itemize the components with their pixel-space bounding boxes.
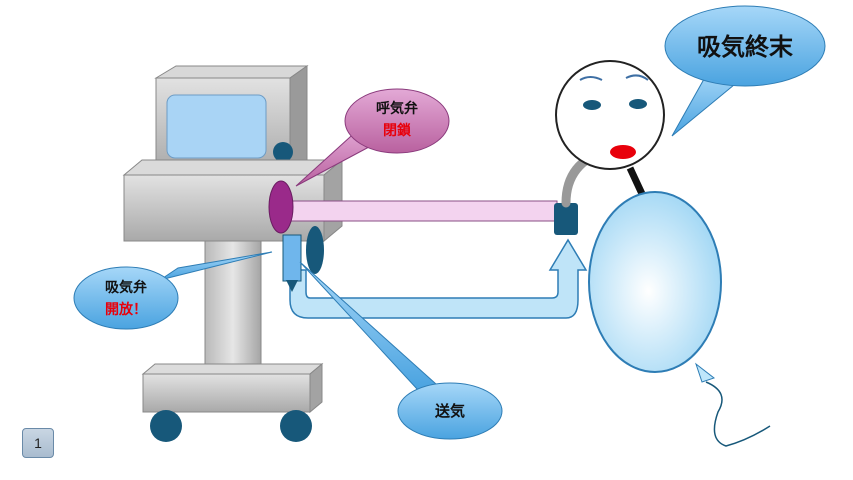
exhale-bubble-body [344,88,450,154]
air-supply-bubble-body [397,382,503,440]
inhale-bubble-body [73,266,179,330]
inhale-valve-label: 吸気弁 [105,279,147,296]
left-eye [583,100,601,110]
end-inspiration-bubble: 吸気終末 [664,5,826,137]
y-connector [554,203,578,235]
inhale-bubble-pointer [159,251,273,281]
inhale-down-arrow [286,280,298,292]
mouth [610,145,636,159]
wheel-right [280,410,312,442]
inhale-state-label: 開放！ [105,301,147,318]
air-supply-label: 送気 [434,402,465,420]
balloon-string [705,381,771,447]
air-flow-arrow [289,238,588,319]
inhale-valve-bubble: 吸気弁 開放！ [73,251,273,330]
monitor-top [154,65,309,79]
lung-balloon [588,191,722,373]
base-top [141,363,324,375]
wheel-left [150,410,182,442]
balloon-knot [695,362,716,383]
monitor-side [289,65,308,173]
base-front [142,373,311,413]
left-eyebrow [579,76,603,81]
patient-head [555,60,665,170]
exhale-state-label: 閉鎖 [383,122,412,139]
air-supply-bubble: 送気 [299,261,503,440]
exhale-valve-label: 呼気弁 [376,100,418,117]
patient [555,60,771,447]
end-inspiration-label: 吸気終末 [697,33,794,61]
exhale-valve-bubble: 呼気弁 閉鎖 [295,88,450,187]
inhale-valve-disc [306,226,324,274]
monitor-screen [166,94,267,159]
monitor-knob [273,142,293,162]
page-number-badge: 1 [22,428,54,458]
right-eyebrow [625,74,649,81]
ventilator-machine [122,65,344,442]
inhale-port [282,234,302,282]
neck-trachea [626,166,647,198]
end-inspiration-bubble-body [664,5,826,87]
exhale-tube [285,200,558,222]
right-eye [629,99,647,109]
exhale-valve [268,180,294,234]
body-front [123,174,325,242]
body-top [122,159,344,176]
inhale-valve [282,226,324,292]
